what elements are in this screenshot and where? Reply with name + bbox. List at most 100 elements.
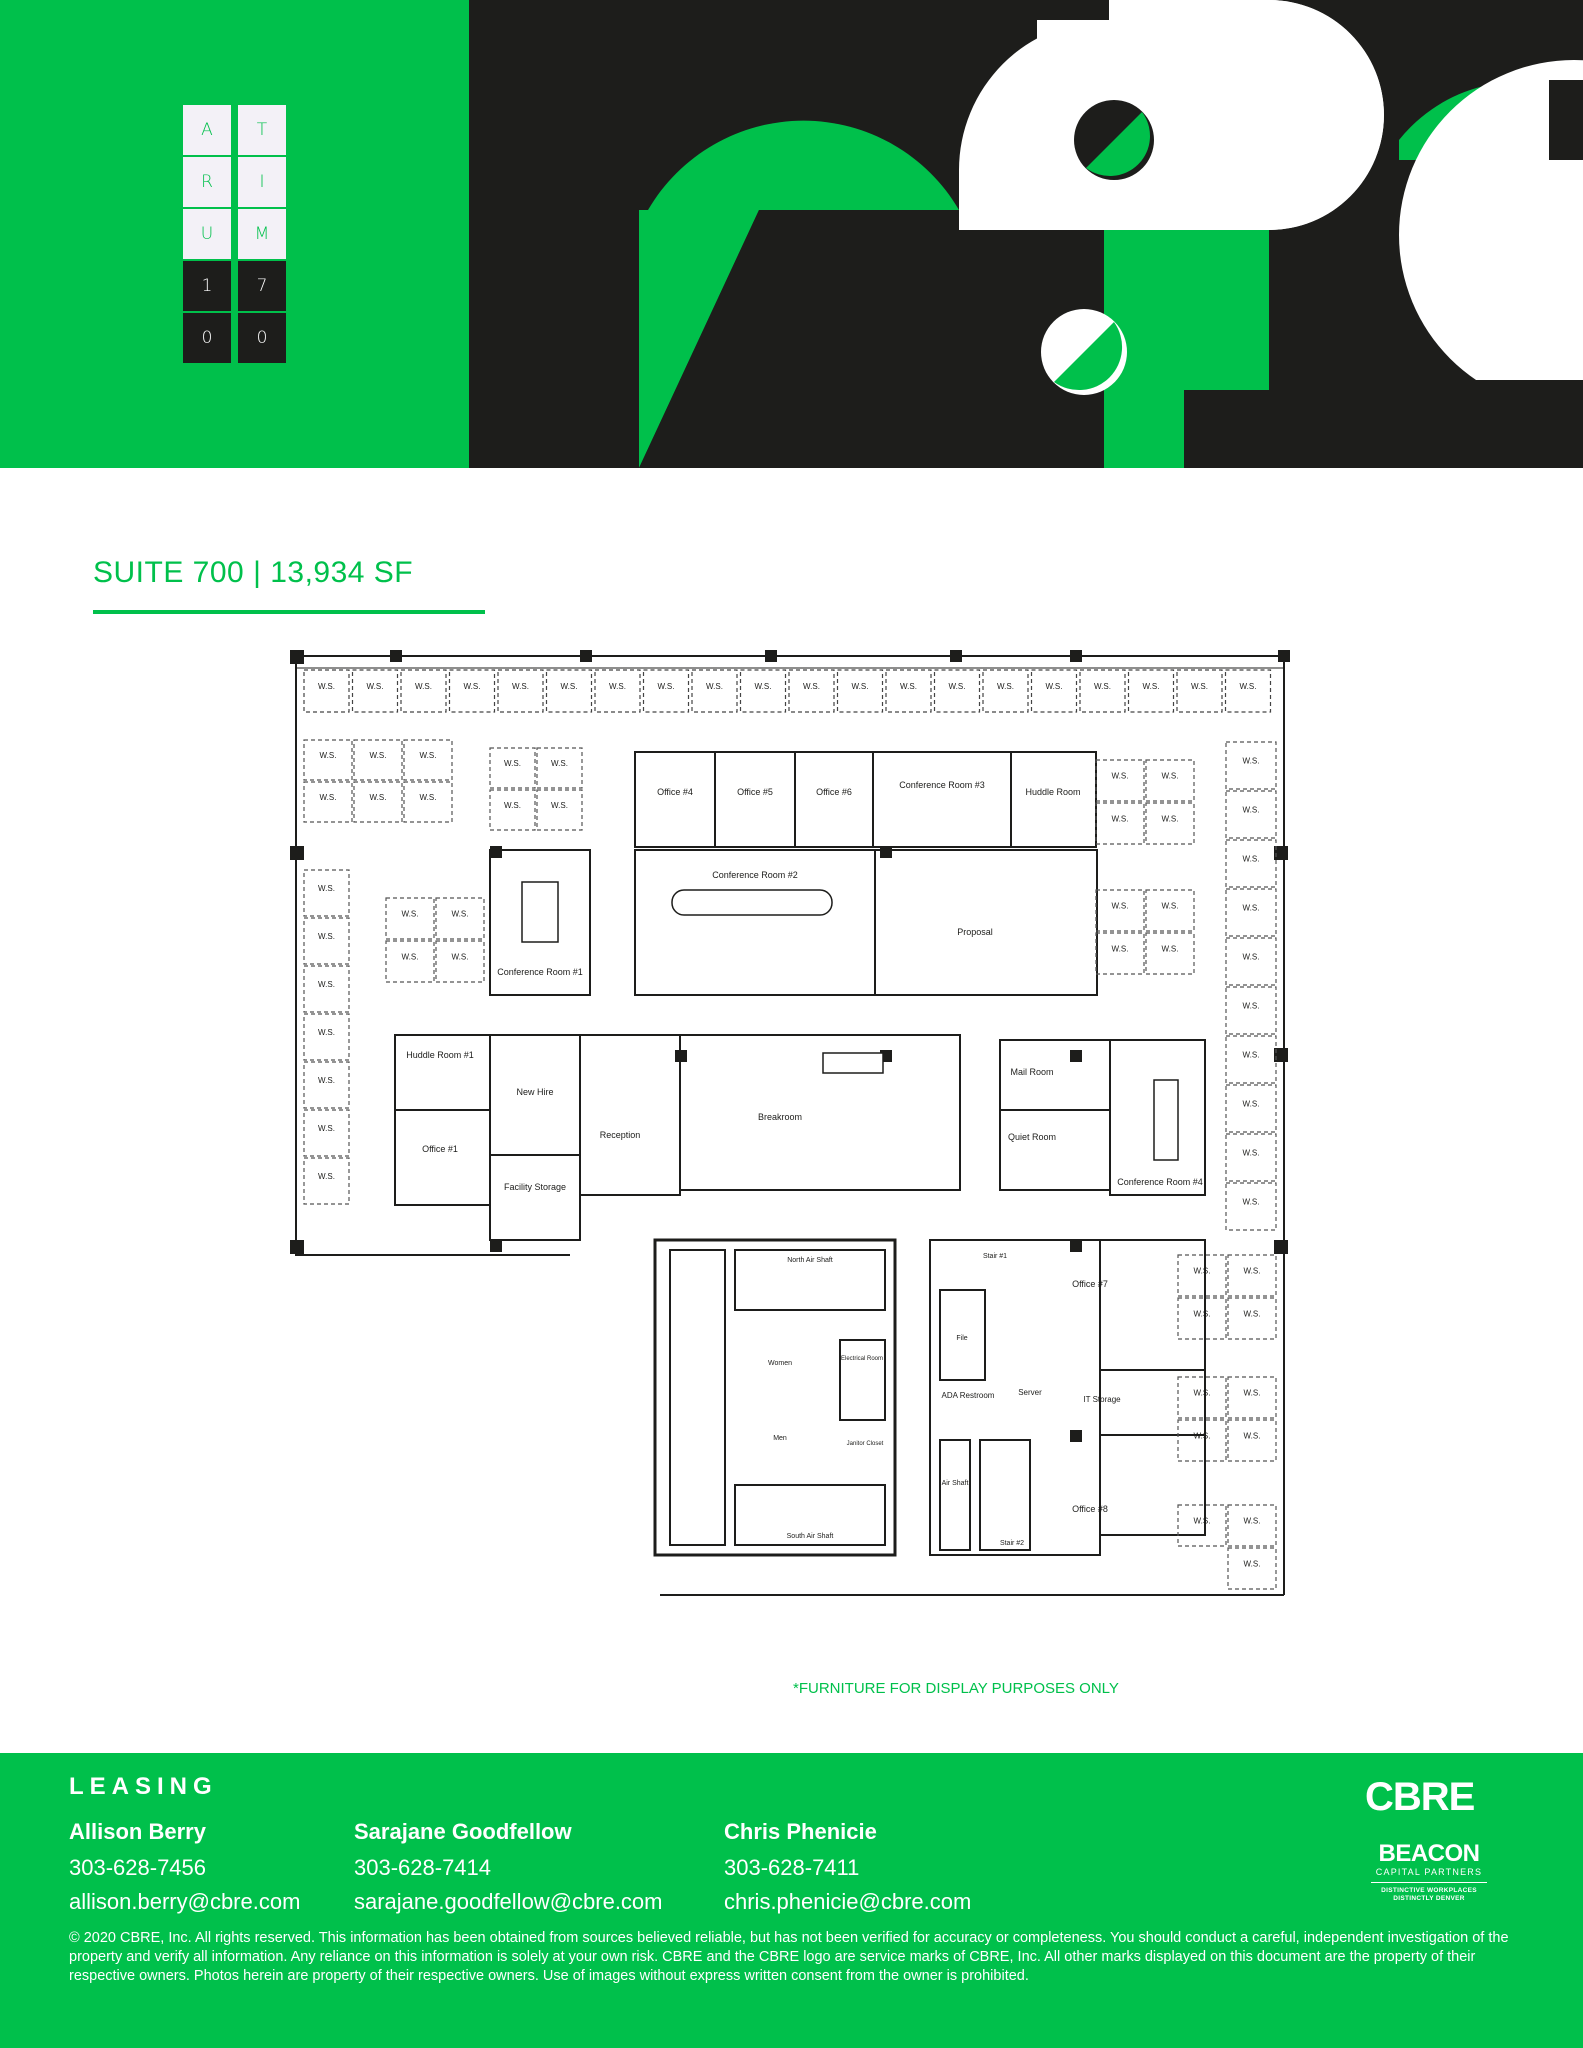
workstation bbox=[1227, 1504, 1277, 1547]
workstation bbox=[1225, 839, 1277, 888]
workstation-label: W.S. bbox=[318, 1124, 335, 1133]
contact-email[interactable]: allison.berry@cbre.com bbox=[69, 1889, 301, 1914]
workstation bbox=[1145, 889, 1195, 932]
workstation bbox=[1177, 1254, 1227, 1297]
furniture-note: *FURNITURE FOR DISPLAY PURPOSES ONLY bbox=[793, 1680, 1119, 1697]
room-label-conf4: Conference Room #4 bbox=[1117, 1177, 1203, 1187]
beacon-subtitle: CAPITAL PARTNERS bbox=[1375, 1867, 1483, 1877]
workstation bbox=[1225, 790, 1277, 839]
room-label-ada: ADA Restroom bbox=[942, 1391, 995, 1400]
room-label-newhire: New Hire bbox=[516, 1087, 553, 1097]
contact-card: Chris Phenicie 303-628-7411 chris.phenic… bbox=[724, 1819, 971, 1915]
workstation-label: W.S. bbox=[551, 801, 568, 810]
workstation bbox=[545, 669, 593, 713]
workstation-label: W.S. bbox=[1244, 1432, 1261, 1441]
workstation bbox=[303, 1109, 350, 1157]
workstation-label: W.S. bbox=[320, 793, 337, 802]
workstation bbox=[403, 781, 453, 823]
beacon-tagline-1: DISTINCTIVE WORKPLACES bbox=[1381, 1887, 1477, 1894]
contact-email[interactable]: chris.phenicie@cbre.com bbox=[724, 1889, 972, 1914]
workstation bbox=[1177, 1376, 1227, 1419]
beacon-tagline-2: DISTINCTLY DENVER bbox=[1393, 1895, 1465, 1902]
room-label-huddle: Huddle Room bbox=[1025, 787, 1080, 797]
workstation-label: W.S. bbox=[551, 759, 568, 768]
room-label-huddle1: Huddle Room #1 bbox=[406, 1050, 474, 1060]
workstation-label: W.S. bbox=[609, 682, 626, 691]
workstation bbox=[353, 739, 403, 781]
workstation-label: W.S. bbox=[1244, 1517, 1261, 1526]
logo-letter: 0 bbox=[183, 313, 231, 363]
workstation-label: W.S. bbox=[1094, 682, 1111, 691]
contact-phone[interactable]: 303-628-7411 bbox=[724, 1855, 860, 1880]
workstation-label: W.S. bbox=[1162, 945, 1179, 954]
workstation bbox=[1225, 888, 1277, 937]
room-label-stair1: Stair #1 bbox=[983, 1253, 1007, 1260]
workstation bbox=[982, 669, 1029, 713]
room-label-quietroom: Quiet Room bbox=[1008, 1132, 1056, 1142]
workstation-label: W.S. bbox=[1143, 682, 1160, 691]
workstation bbox=[1225, 741, 1277, 790]
logo-letter: U bbox=[183, 209, 231, 259]
contact-name: Allison Berry bbox=[69, 1819, 206, 1844]
room-label-conf3: Conference Room #3 bbox=[899, 780, 985, 790]
room-label-stair2: Stair #2 bbox=[1000, 1540, 1024, 1547]
workstation-label: W.S. bbox=[420, 751, 437, 760]
workstation-label: W.S. bbox=[370, 751, 387, 760]
room-label-conf2: Conference Room #2 bbox=[712, 870, 798, 880]
workstation bbox=[836, 669, 884, 713]
contact-email[interactable]: sarajane.goodfellow@cbre.com bbox=[354, 1889, 663, 1914]
workstation-label: W.S. bbox=[803, 682, 820, 691]
logo-letter: 0 bbox=[238, 313, 286, 363]
workstation-label: W.S. bbox=[755, 682, 772, 691]
workstation bbox=[303, 869, 350, 917]
room-label-men: Men bbox=[773, 1435, 787, 1442]
hero-banner: A T R I U M 1 7 0 0 bbox=[0, 0, 1583, 468]
workstation-label: W.S. bbox=[318, 682, 335, 691]
contact-phone[interactable]: 303-628-7456 bbox=[69, 1855, 207, 1880]
workstation bbox=[497, 669, 544, 713]
workstation-label: W.S. bbox=[1194, 1432, 1211, 1441]
workstation bbox=[1095, 759, 1145, 802]
workstation-label: W.S. bbox=[1243, 757, 1260, 766]
logo-letter: T bbox=[238, 105, 286, 155]
workstation-label: W.S. bbox=[1046, 682, 1063, 691]
workstation-label: W.S. bbox=[1243, 1100, 1260, 1109]
workstation bbox=[885, 669, 932, 713]
workstation-label: W.S. bbox=[949, 682, 966, 691]
workstation bbox=[303, 739, 353, 781]
workstation bbox=[933, 669, 981, 713]
workstation-label: W.S. bbox=[1112, 945, 1129, 954]
workstation-label: W.S. bbox=[504, 759, 521, 768]
room-label-office4: Office #4 bbox=[657, 787, 693, 797]
contact-phone[interactable]: 303-628-7414 bbox=[354, 1855, 492, 1880]
room-label-breakroom: Breakroom bbox=[758, 1112, 802, 1122]
workstation bbox=[739, 669, 787, 713]
logo-letter: 1 bbox=[183, 261, 231, 311]
workstation bbox=[303, 917, 350, 965]
room-label-electrical: Electrical Room bbox=[841, 1356, 883, 1362]
workstation-label: W.S. bbox=[706, 682, 723, 691]
workstation bbox=[1145, 802, 1195, 845]
workstation-label: W.S. bbox=[370, 793, 387, 802]
room-label-north-shaft: North Air Shaft bbox=[787, 1257, 833, 1264]
cbre-logo: CBRE bbox=[1365, 1775, 1475, 1819]
workstation-label: W.S. bbox=[1194, 1310, 1211, 1319]
workstation bbox=[1225, 1084, 1277, 1133]
room-label-office7: Office #7 bbox=[1072, 1279, 1108, 1289]
room-label-reception: Reception bbox=[600, 1130, 641, 1140]
workstation-label: W.S. bbox=[1243, 855, 1260, 864]
logo-letter: M bbox=[238, 209, 286, 259]
workstation-label: W.S. bbox=[1112, 902, 1129, 911]
workstation-label: W.S. bbox=[1162, 772, 1179, 781]
workstation-label: W.S. bbox=[504, 801, 521, 810]
workstation-label: W.S. bbox=[1244, 1310, 1261, 1319]
workstation-label: W.S. bbox=[402, 910, 419, 919]
room-label-proposal: Proposal bbox=[957, 927, 993, 937]
workstation bbox=[1095, 932, 1145, 975]
workstation-label: W.S. bbox=[1243, 1149, 1260, 1158]
contact-name: Sarajane Goodfellow bbox=[354, 1819, 572, 1844]
workstation-label: W.S. bbox=[561, 682, 578, 691]
workstation-label: W.S. bbox=[1162, 815, 1179, 824]
workstation bbox=[353, 781, 403, 823]
workstation-label: W.S. bbox=[1243, 1198, 1260, 1207]
